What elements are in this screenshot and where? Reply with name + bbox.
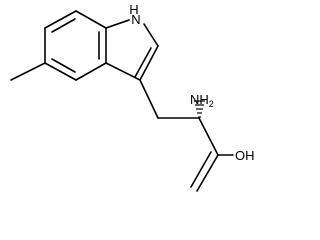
- bond-c-o-double-1: [196, 154, 219, 192]
- atom-label-nh2: NH2: [190, 92, 214, 109]
- bond-c2-c3: [139, 45, 159, 81]
- bond-c7a-n1: [105, 19, 130, 29]
- bond-c-o-double-2: [190, 151, 212, 188]
- atom-label-n: N: [131, 12, 140, 27]
- bond-c4-c3a: [75, 62, 107, 81]
- bond-c7-c6-inner: [51, 18, 76, 33]
- pyrrole-ring: [105, 19, 159, 81]
- bond-c7-c6: [44, 10, 77, 29]
- atom-label-nh: NH: [190, 92, 209, 107]
- bond-c7a-c7: [75, 10, 107, 29]
- bond-n1-c2: [143, 23, 159, 47]
- atom-label-nh2-subscript: 2: [209, 99, 214, 109]
- bond-c5-c4-inner: [51, 58, 76, 73]
- benzene-ring: [44, 10, 107, 81]
- atom-label-oh: OH: [235, 148, 255, 163]
- stereo-hash-wedge: [194, 100, 205, 118]
- atom-label-h: H: [129, 2, 138, 17]
- bond-c3-c3a: [105, 62, 141, 81]
- bond-c5-c4: [44, 62, 77, 81]
- bond-c2-c3-inner: [134, 47, 152, 78]
- bond-c3-cbeta: [139, 79, 159, 119]
- structure-diagram: H N NH2 OH: [10, 2, 255, 192]
- bond-methyl: [10, 62, 46, 81]
- bond-calpha-ccarboxyl: [198, 117, 219, 156]
